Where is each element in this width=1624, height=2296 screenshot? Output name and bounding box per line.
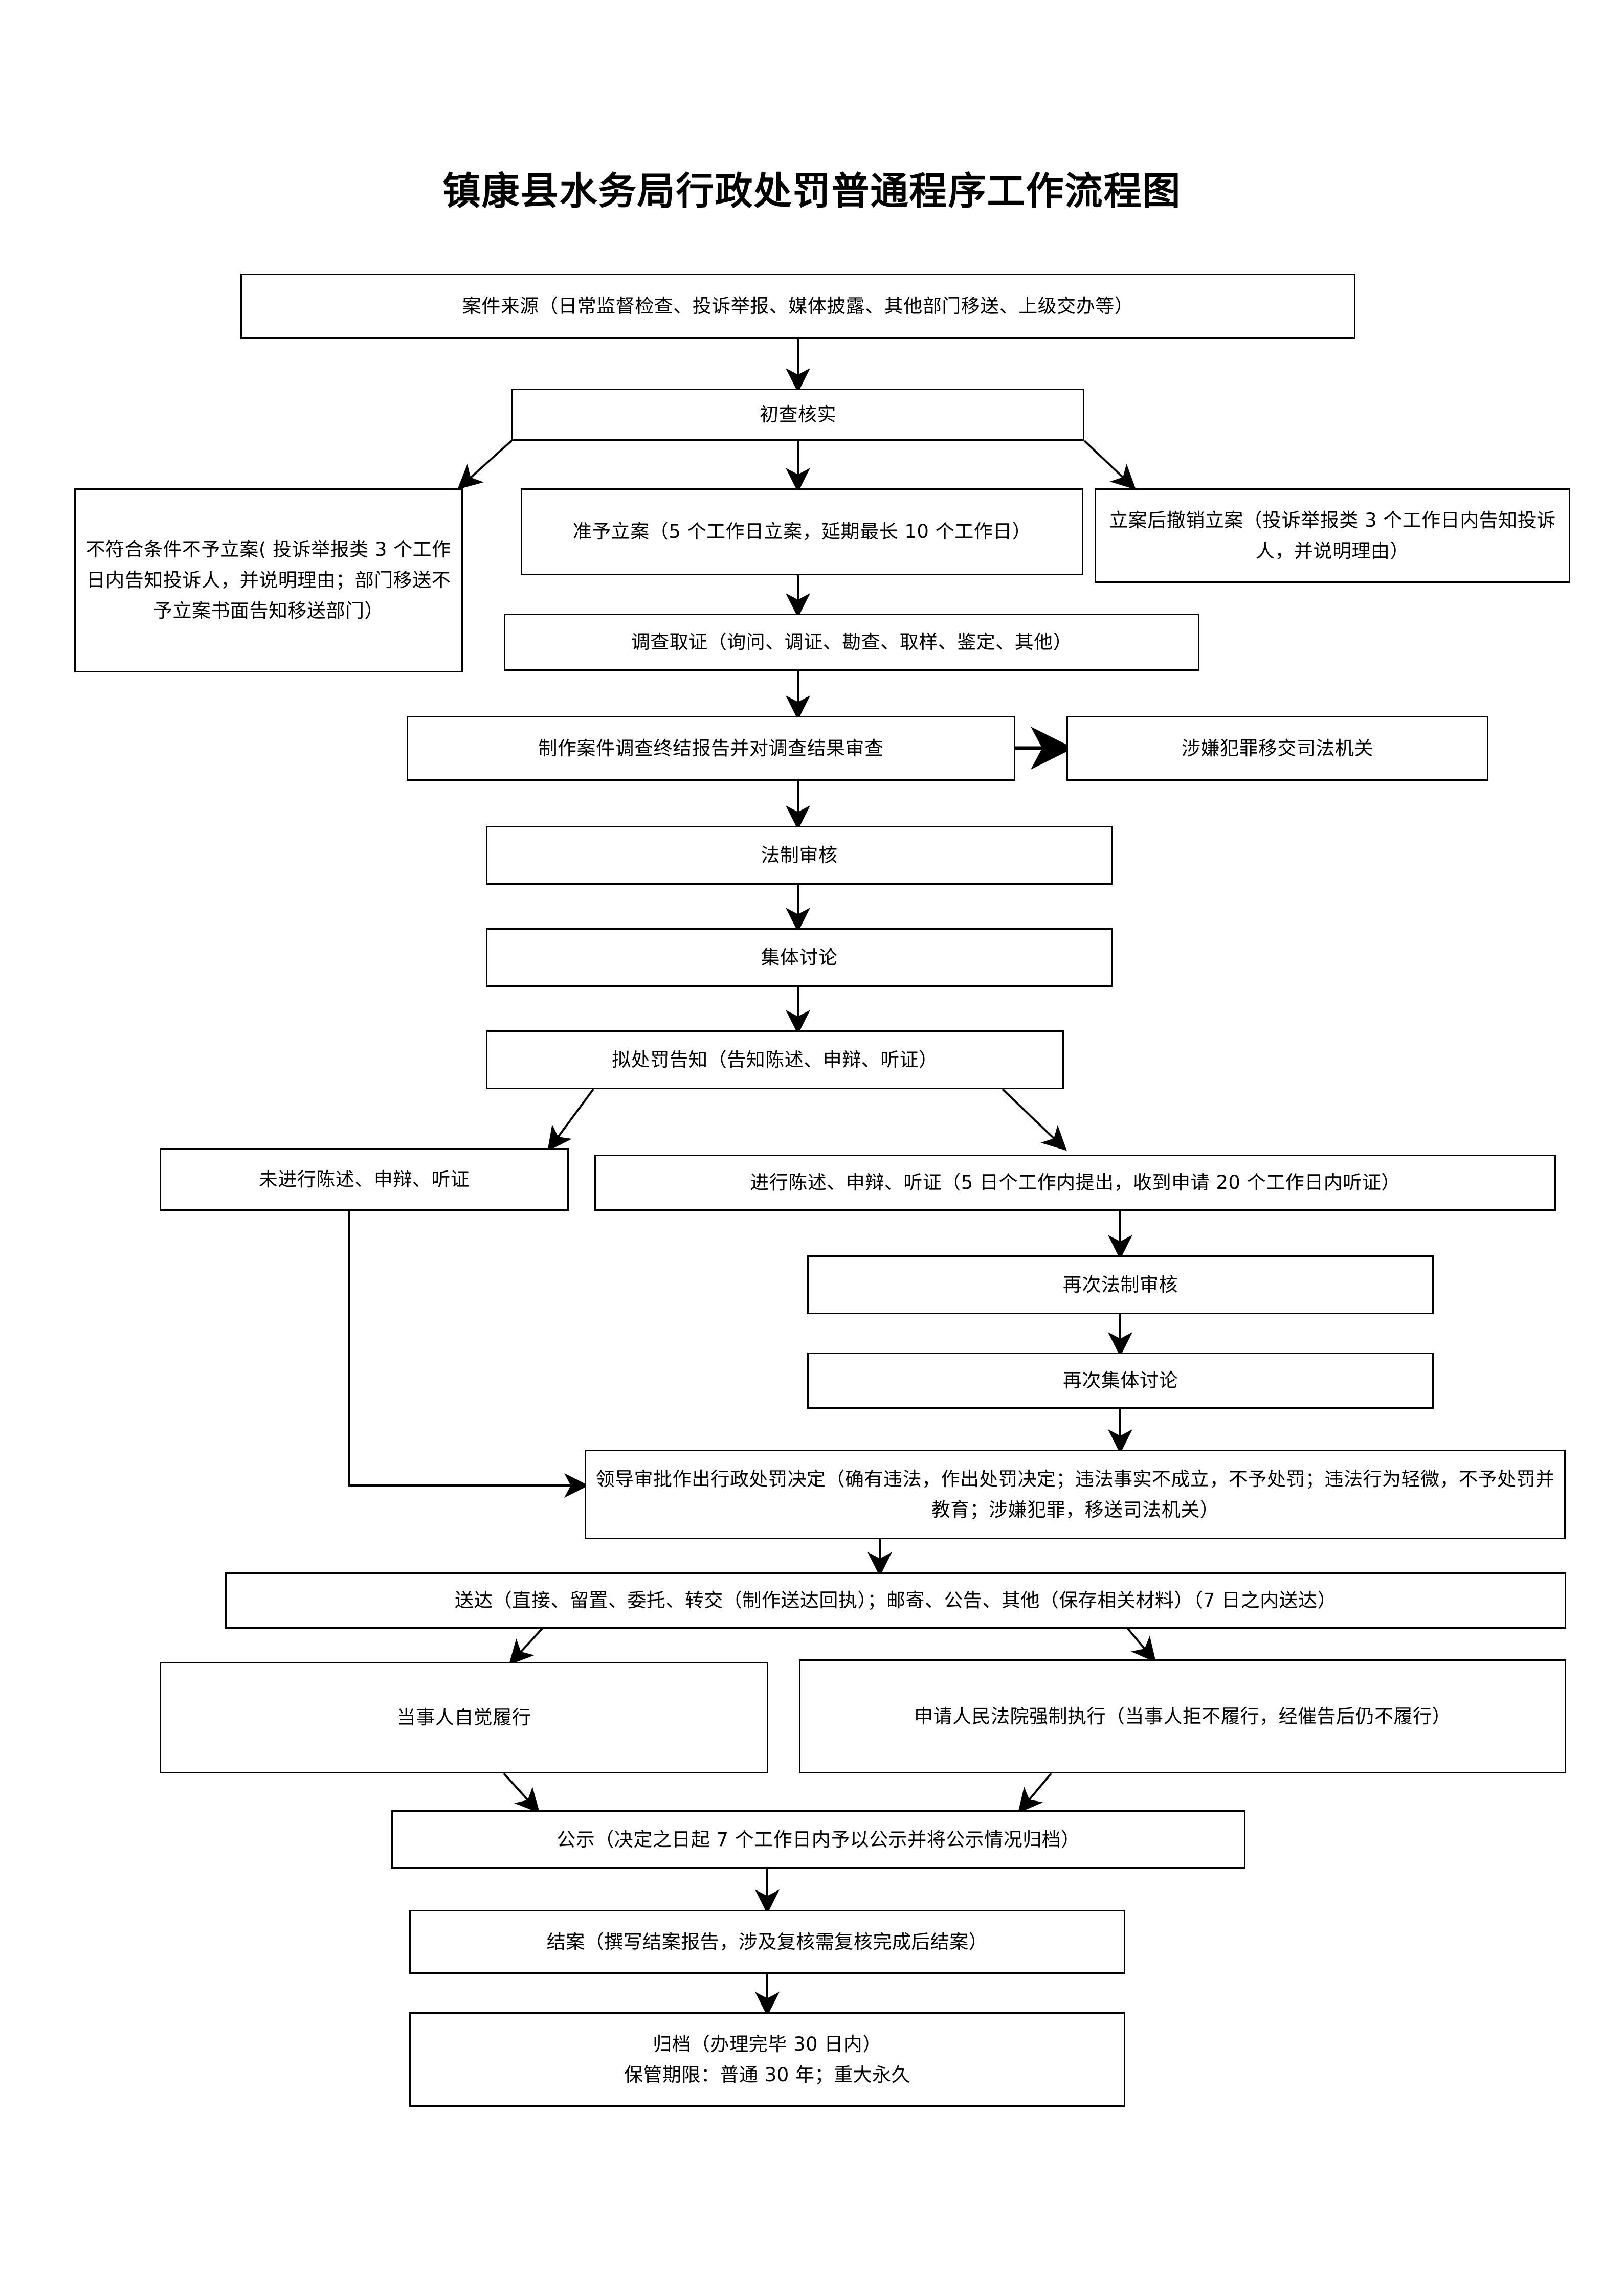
- node-collective-discussion[interactable]: 集体讨论: [486, 928, 1113, 987]
- node-publicity-label: 公示（决定之日起 7 个工作日内予以公示并将公示情况归档）: [557, 1828, 1080, 1851]
- node-case-closure[interactable]: 结案（撰写结案报告，涉及复核需复核完成后结案）: [409, 1910, 1125, 1974]
- node-final-report[interactable]: 制作案件调查终结报告并对调查结果审查: [407, 716, 1015, 781]
- node-leader-approval-label: 领导审批作出行政处罚决定（确有违法，作出处罚决定；违法事实不成立，不予处罚；违法…: [595, 1468, 1555, 1521]
- node-publicity[interactable]: 公示（决定之日起 7 个工作日内予以公示并将公示情况归档）: [391, 1810, 1245, 1869]
- node-revoke-filing[interactable]: 立案后撤销立案（投诉举报类 3 个工作日内告知投诉人，并说明理由）: [1095, 488, 1570, 583]
- node-no-filing[interactable]: 不符合条件不予立案( 投诉举报类 3 个工作日内告知投诉人，并说明理由；部门移送…: [74, 488, 463, 672]
- node-case-source-label: 案件来源（日常监督检查、投诉举报、媒体披露、其他部门移送、上级交办等）: [462, 295, 1134, 318]
- node-legal-review[interactable]: 法制审核: [486, 826, 1113, 885]
- node-legal-review-label: 法制审核: [761, 844, 838, 866]
- node-delivery-label: 送达（直接、留置、委托、转交（制作送达回执）；邮寄、公告、其他（保存相关材料）（…: [454, 1589, 1337, 1612]
- node-no-filing-label: 不符合条件不予立案( 投诉举报类 3 个工作日内告知投诉人，并说明理由；部门移送…: [86, 538, 451, 622]
- node-second-legal-review-label: 再次法制审核: [1063, 1273, 1178, 1296]
- node-yes-statement-label: 进行陈述、申辩、听证（5 日个工作内提出，收到申请 20 个工作日内听证）: [750, 1172, 1400, 1194]
- node-voluntary-performance[interactable]: 当事人自觉履行: [160, 1662, 768, 1773]
- node-court-enforcement[interactable]: 申请人民法院强制执行（当事人拒不履行，经催告后仍不履行）: [799, 1659, 1566, 1773]
- node-second-legal-review[interactable]: 再次法制审核: [807, 1255, 1434, 1314]
- node-second-collective-discussion-label: 再次集体讨论: [1063, 1369, 1178, 1392]
- node-preliminary-check-label: 初查核实: [760, 403, 836, 426]
- node-court-enforcement-label: 申请人民法院强制执行（当事人拒不履行，经催告后仍不履行）: [914, 1705, 1451, 1727]
- node-collective-discussion-label: 集体讨论: [761, 946, 838, 969]
- node-archive[interactable]: 归档（办理完毕 30 日内） 保管期限：普通 30 年；重大永久: [409, 2012, 1125, 2107]
- node-case-closure-label: 结案（撰写结案报告，涉及复核需复核完成后结案）: [546, 1930, 988, 1953]
- node-preliminary-check[interactable]: 初查核实: [511, 389, 1084, 441]
- node-delivery[interactable]: 送达（直接、留置、委托、转交（制作送达回执）；邮寄、公告、其他（保存相关材料）（…: [225, 1572, 1566, 1629]
- page-title: 镇康县水务局行政处罚普通程序工作流程图: [442, 169, 1182, 213]
- node-approve-filing[interactable]: 准予立案（5 个工作日立案，延期最长 10 个工作日）: [521, 488, 1083, 575]
- node-revoke-filing-label: 立案后撤销立案（投诉举报类 3 个工作日内告知投诉人，并说明理由）: [1109, 509, 1556, 562]
- node-case-source[interactable]: 案件来源（日常监督检查、投诉举报、媒体披露、其他部门移送、上级交办等）: [240, 274, 1355, 339]
- node-penalty-notice[interactable]: 拟处罚告知（告知陈述、申辩、听证）: [486, 1030, 1064, 1089]
- node-leader-approval[interactable]: 领导审批作出行政处罚决定（确有违法，作出处罚决定；违法事实不成立，不予处罚；违法…: [585, 1450, 1566, 1539]
- node-final-report-label: 制作案件调查终结报告并对调查结果审查: [538, 737, 884, 759]
- node-investigation-label: 调查取证（询问、调证、勘查、取样、鉴定、其他）: [631, 631, 1073, 654]
- node-investigation[interactable]: 调查取证（询问、调证、勘查、取样、鉴定、其他）: [504, 614, 1199, 671]
- node-transfer-judicial-label: 涉嫌犯罪移交司法机关: [1182, 737, 1373, 759]
- node-no-statement-label: 未进行陈述、申辩、听证: [258, 1168, 470, 1190]
- node-archive-label-line1: 归档（办理完毕 30 日内）: [653, 2033, 882, 2055]
- node-no-statement[interactable]: 未进行陈述、申辩、听证: [160, 1148, 569, 1211]
- node-penalty-notice-label: 拟处罚告知（告知陈述、申辩、听证）: [612, 1048, 938, 1071]
- node-transfer-judicial[interactable]: 涉嫌犯罪移交司法机关: [1066, 716, 1488, 781]
- node-archive-label-line2: 保管期限：普通 30 年；重大永久: [624, 2063, 911, 2086]
- node-approve-filing-label: 准予立案（5 个工作日立案，延期最长 10 个工作日）: [572, 521, 1032, 543]
- node-voluntary-performance-label: 当事人自觉履行: [396, 1706, 531, 1729]
- node-second-collective-discussion[interactable]: 再次集体讨论: [807, 1353, 1434, 1409]
- node-yes-statement[interactable]: 进行陈述、申辩、听证（5 日个工作内提出，收到申请 20 个工作日内听证）: [594, 1155, 1556, 1211]
